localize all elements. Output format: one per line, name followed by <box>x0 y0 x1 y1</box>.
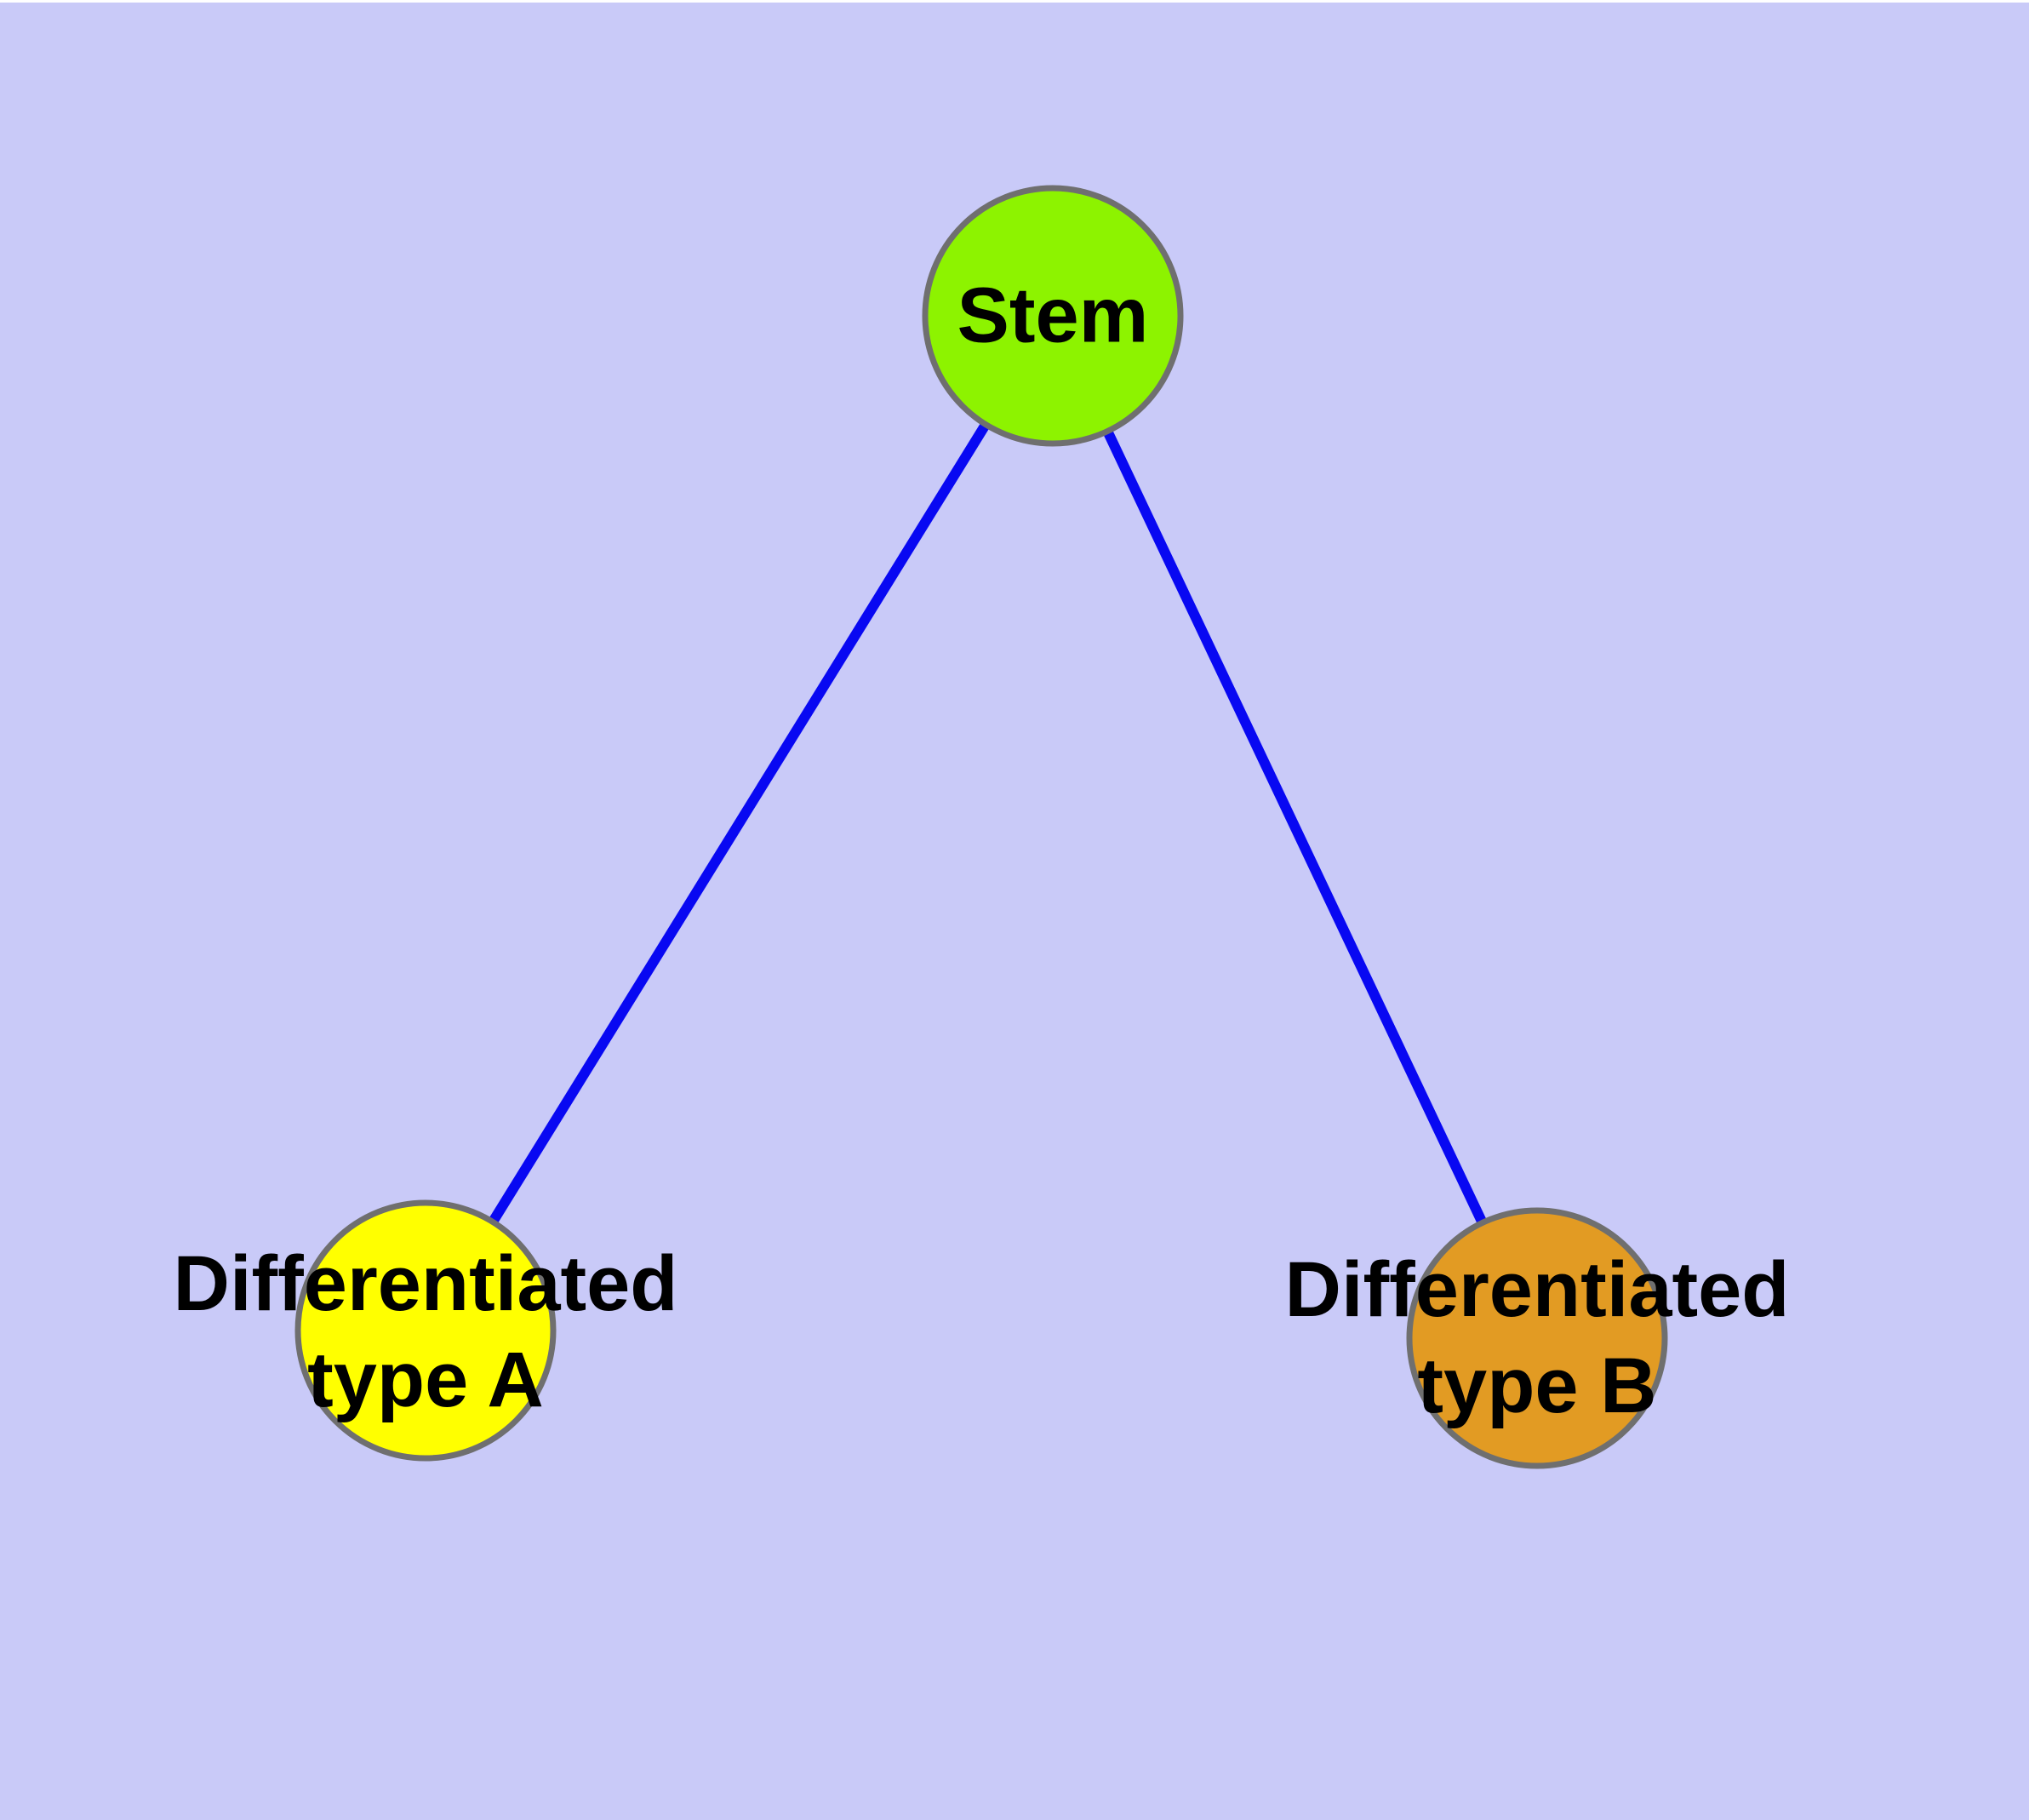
node-label-line-2: type B <box>1417 1342 1657 1429</box>
node-label-stem: Stem <box>957 272 1149 359</box>
node-label-line-2: type A <box>307 1336 544 1423</box>
edge-stem-to-type-a <box>420 312 1058 1334</box>
node-label-differentiated-type-a: Differentiated type A <box>174 1236 678 1428</box>
node-circle-differentiated-type-a <box>294 1199 557 1462</box>
node-label-line-1: Differentiated <box>1284 1246 1790 1333</box>
node-label-differentiated-type-b: Differentiated type B <box>1285 1242 1790 1434</box>
image-top-edge <box>0 0 2029 3</box>
edge-stem-to-type-b <box>1048 313 1542 1341</box>
node-label-line-1: Differentiated <box>173 1240 678 1327</box>
node-circle-differentiated-type-b <box>1406 1207 1668 1469</box>
node-circle-stem <box>922 185 1184 447</box>
